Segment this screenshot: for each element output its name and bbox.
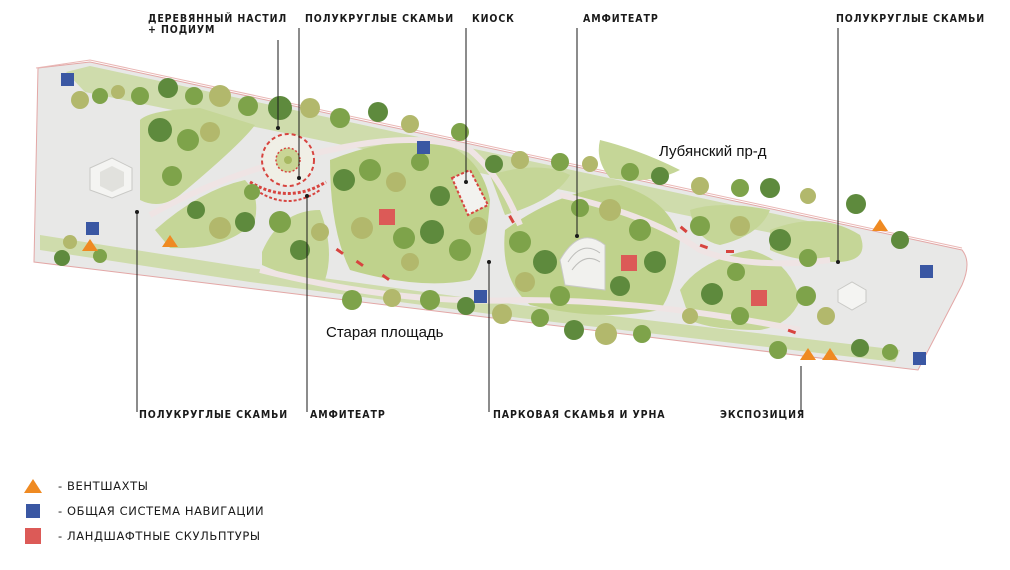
square-icon — [26, 504, 40, 518]
legend-item-sculpture: - ЛАНДШАФТНЫЕ СКУЛЬПТУРЫ — [24, 527, 261, 545]
navigation-markers — [61, 73, 933, 365]
sculpture-marker — [621, 255, 637, 271]
triangle-icon — [24, 479, 42, 493]
vent-marker — [162, 235, 178, 247]
lawn-2 — [155, 180, 257, 249]
monument-left — [89, 157, 133, 199]
legend-label-vent: - ВЕНТШАХТЫ — [58, 479, 149, 493]
nav-marker — [474, 290, 487, 303]
callout-park-bench: ПАРКОВАЯ СКАМЬЯ И УРНА — [493, 409, 666, 421]
wood-deck-podium — [249, 133, 327, 202]
callout-exposition: ЭКСПОЗИЦИЯ — [720, 409, 806, 421]
callout-amphitheater-top: АМФИТЕАТР — [583, 13, 659, 25]
street-label-lubyansky: Лубянский пр-д — [659, 143, 767, 160]
nav-marker — [913, 352, 926, 365]
street-label-staraya: Старая площадь — [326, 324, 444, 341]
monument-right — [837, 281, 867, 311]
legend-label-sculpture: - ЛАНДШАФТНЫЕ СКУЛЬПТУРЫ — [58, 529, 261, 543]
sculpture-marker — [379, 209, 395, 225]
callout-semicircle-benches-bottom: ПОЛУКРУГЛЫЕ СКАМЬИ — [139, 409, 289, 421]
callout-semicircle-benches-top: ПОЛУКРУГЛЫЕ СКАМЬИ — [305, 13, 455, 25]
legend-item-nav: - ОБЩАЯ СИСТЕМА НАВИГАЦИИ — [24, 502, 264, 520]
lawn-7 — [680, 250, 800, 330]
vent-marker — [872, 219, 888, 231]
nav-marker — [920, 265, 933, 278]
bench-markers — [335, 215, 797, 335]
vent-shafts — [82, 219, 888, 360]
red-square-icon — [25, 528, 41, 544]
site-outer-border — [35, 59, 963, 249]
callout-wood-deck: ДЕРЕВЯННЫЙ НАСТИЛ + ПОДИУМ — [148, 13, 288, 36]
park-plan-map — [33, 28, 968, 412]
lawn-9 — [770, 221, 863, 262]
lawn-8 — [690, 205, 770, 245]
vent-marker — [82, 239, 98, 251]
path-curve-2 — [259, 267, 801, 333]
amphitheater-right — [559, 237, 606, 291]
nav-marker — [417, 141, 430, 154]
callout-semicircle-benches-right: ПОЛУКРУГЛЫЕ СКАМЬИ — [836, 13, 986, 25]
leader-lines — [136, 28, 839, 412]
callout-amphitheater-bottom: АМФИТЕАТР — [310, 409, 386, 421]
nav-marker — [61, 73, 74, 86]
vent-marker — [822, 348, 838, 360]
path-curve-1 — [148, 137, 523, 227]
vent-marker — [800, 348, 816, 360]
sculpture-marker — [751, 290, 767, 306]
callout-kiosk: КИОСК — [472, 13, 515, 25]
leader-dots — [135, 126, 840, 264]
legend-label-nav: - ОБЩАЯ СИСТЕМА НАВИГАЦИИ — [58, 504, 265, 518]
landscape-sculptures — [379, 209, 767, 306]
kiosk-structure — [450, 168, 490, 217]
legend-item-vent: - ВЕНТШАХТЫ — [24, 477, 148, 495]
tree-canopy — [54, 78, 909, 360]
nav-marker — [86, 222, 99, 235]
